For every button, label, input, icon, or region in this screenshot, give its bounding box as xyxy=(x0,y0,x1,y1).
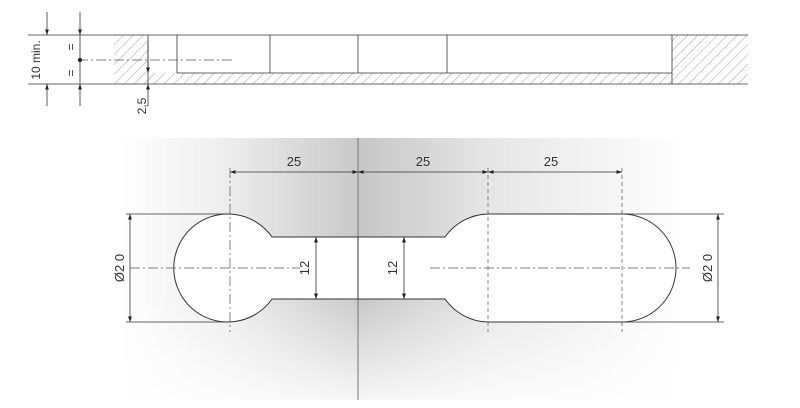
plan-view: 25 25 25 Ø2 0 Ø2 0 12 12 xyxy=(112,138,724,400)
slot-width-right-label: 12 xyxy=(385,261,400,275)
material-hatch-right xyxy=(672,35,748,84)
equal-mark-top: = xyxy=(64,43,78,50)
material-hatch-floor xyxy=(148,73,672,84)
section-view: 10 min. = = 2,5 xyxy=(28,12,748,114)
min-depth-label: 10 min. xyxy=(29,40,43,79)
rebate-depth-label: 2,5 xyxy=(135,97,149,114)
spacing-right-label: 25 xyxy=(544,154,558,169)
diameter-left-label: Ø2 0 xyxy=(112,254,127,282)
diameter-right-label: Ø2 0 xyxy=(700,254,715,282)
material-hatch-left xyxy=(114,35,148,84)
spacing-left-label: 25 xyxy=(287,154,301,169)
equal-mark-bottom: = xyxy=(64,69,78,76)
slot-width-left-label: 12 xyxy=(297,261,312,275)
spacing-middle-label: 25 xyxy=(416,154,430,169)
